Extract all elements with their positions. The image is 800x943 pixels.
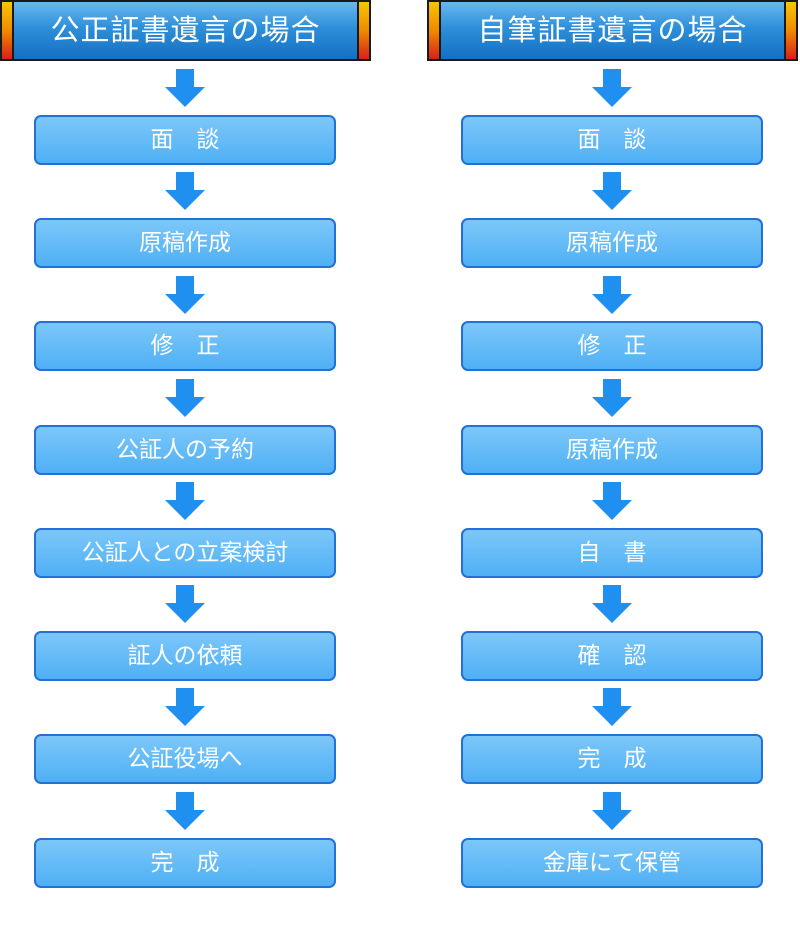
down-arrow-icon — [165, 69, 205, 107]
down-arrow-icon — [592, 688, 632, 726]
down-arrow-icon — [592, 585, 632, 623]
right-step-5: 自 書 — [461, 528, 763, 578]
left-step-2: 原稿作成 — [34, 218, 336, 268]
down-arrow-icon — [592, 792, 632, 830]
down-arrow-icon — [165, 379, 205, 417]
left-step-8: 完 成 — [34, 838, 336, 888]
down-arrow-icon — [592, 379, 632, 417]
down-arrow-icon — [165, 276, 205, 314]
right-step-3: 修 正 — [461, 321, 763, 371]
left-header: 公正証書遺言の場合 — [0, 0, 371, 61]
down-arrow-icon — [592, 172, 632, 210]
down-arrow-icon — [165, 792, 205, 830]
header-cap-left — [2, 2, 14, 59]
left-step-6: 証人の依頼 — [34, 631, 336, 681]
down-arrow-icon — [592, 276, 632, 314]
down-arrow-icon — [592, 482, 632, 520]
header-cap-right — [357, 2, 369, 59]
down-arrow-icon — [165, 585, 205, 623]
right-step-2: 原稿作成 — [461, 218, 763, 268]
left-step-3: 修 正 — [34, 321, 336, 371]
right-header-title: 自筆証書遺言の場合 — [477, 13, 748, 47]
right-step-4: 原稿作成 — [461, 425, 763, 475]
header-cap-left — [429, 2, 441, 59]
left-step-7: 公証役場へ — [34, 734, 336, 784]
down-arrow-icon — [165, 482, 205, 520]
right-step-7: 完 成 — [461, 734, 763, 784]
right-step-1: 面 談 — [461, 115, 763, 165]
down-arrow-icon — [165, 688, 205, 726]
down-arrow-icon — [165, 172, 205, 210]
left-step-4: 公証人の予約 — [34, 425, 336, 475]
right-step-6: 確 認 — [461, 631, 763, 681]
left-step-5: 公証人との立案検討 — [34, 528, 336, 578]
header-cap-right — [784, 2, 796, 59]
left-header-title: 公正証書遺言の場合 — [50, 13, 321, 47]
left-step-1: 面 談 — [34, 115, 336, 165]
down-arrow-icon — [592, 69, 632, 107]
right-step-8: 金庫にて保管 — [461, 838, 763, 888]
right-header: 自筆証書遺言の場合 — [427, 0, 798, 61]
